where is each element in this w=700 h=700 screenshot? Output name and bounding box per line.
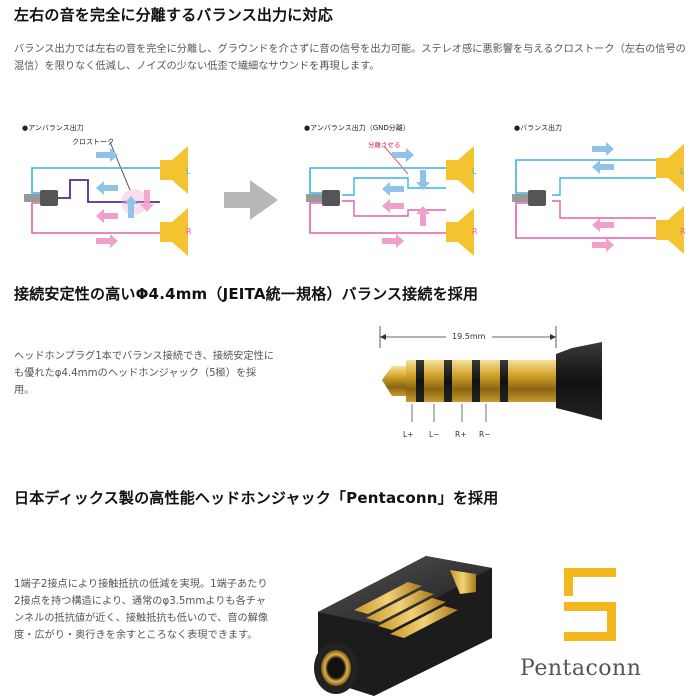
section1-heading: 左右の音を完全に分離するバランス出力に対応: [14, 6, 333, 24]
plug-body: [322, 190, 340, 206]
diagram1-label-l: L: [186, 167, 191, 176]
plug-tip: [306, 194, 322, 202]
pin-label-r-plus: R+: [455, 430, 467, 439]
diagram2-annotation: 分離させる: [368, 141, 401, 149]
plug-4-4mm-image: [382, 342, 602, 422]
diagram1-annotation: クロストーク: [72, 138, 114, 146]
section2-heading: 接続安定性の高いΦ4.4mm（JEITA統一規格）バランス接続を採用: [14, 285, 479, 303]
wire-right-plus: [515, 202, 656, 239]
pin-label-l-minus: L−: [429, 430, 440, 439]
plug-body: [528, 190, 546, 206]
speaker-left-icon: [656, 144, 684, 192]
section3-heading: 日本ディックス製の高性能ヘッドホンジャック「Pentaconn」を採用: [14, 489, 499, 507]
unbalanced-gnd-separated-diagram: [306, 145, 474, 256]
signal-arrows-blue: [592, 142, 614, 174]
speaker-left-icon: [160, 146, 188, 194]
plug-tip: [382, 366, 406, 396]
signal-arrows-pink: [382, 199, 430, 248]
transition-arrow-icon: [224, 180, 278, 220]
speaker-left-icon: [446, 146, 474, 194]
pentaconn-logo-icon: [564, 568, 616, 641]
plug-tip: [512, 194, 528, 202]
plug-body: [40, 190, 58, 206]
pentaconn-jack-image: [314, 556, 492, 696]
wire-left-plus: [515, 159, 656, 194]
wire-left-minus: [552, 177, 656, 196]
wire-left-ground: [342, 177, 446, 196]
diagram2-label-l: L: [472, 167, 477, 176]
wire-right-minus: [552, 200, 656, 219]
plug-shaft: [406, 360, 556, 402]
signal-arrows-blue: [96, 148, 138, 218]
jack-contacts: [354, 570, 476, 638]
dimension-line: [379, 326, 557, 348]
speaker-right-icon: [656, 206, 684, 254]
unbalanced-output-diagram: [24, 141, 188, 256]
diagram3-title: ●バランス出力: [514, 124, 562, 132]
wire-ground: [58, 179, 160, 203]
section3-body: 1端子2接点により接触抵抗の低減を実現。1端子あたり2接点を持つ構造により、通常…: [14, 579, 269, 641]
diagram2-label-r: R: [472, 227, 478, 236]
callout-line: [383, 145, 409, 175]
pin-label-r-minus: R−: [479, 430, 491, 439]
diagram1-label-r: R: [186, 227, 192, 236]
wire-left: [31, 167, 160, 194]
signal-arrows-pink: [96, 190, 154, 248]
pentaconn-logo-text: Pentaconn: [520, 656, 642, 681]
pin-label-l-plus: L+: [403, 430, 414, 439]
wire-right-ground: [342, 200, 446, 217]
dimension-label: 19.5mm: [452, 332, 486, 341]
speaker-right-icon: [160, 208, 188, 256]
plug-tip: [24, 194, 40, 202]
balanced-output-diagram: [512, 142, 684, 254]
plug-body: [556, 342, 602, 420]
diagram3-label-r: R: [680, 227, 686, 236]
jack-opening: [321, 650, 351, 686]
speaker-right-icon: [446, 208, 474, 256]
section2-body: ヘッドホンプラグ1本でバランス接続でき、接続安定性にも優れたφ4.4mmのヘッド…: [14, 351, 274, 396]
diagram3-label-l: L: [680, 167, 685, 176]
diagram1-title: ●アンバランス出力: [22, 124, 84, 132]
signal-arrows-blue: [382, 148, 430, 196]
section1-body: バランス出力では左右の音を完全に分離し、グラウンドを介さずに音の信号を出力可能。…: [14, 44, 686, 72]
diagram2-title: ●アンバランス出力（GND分離）: [304, 124, 410, 132]
signal-arrows-pink: [592, 218, 614, 252]
callout-line: [109, 141, 131, 191]
